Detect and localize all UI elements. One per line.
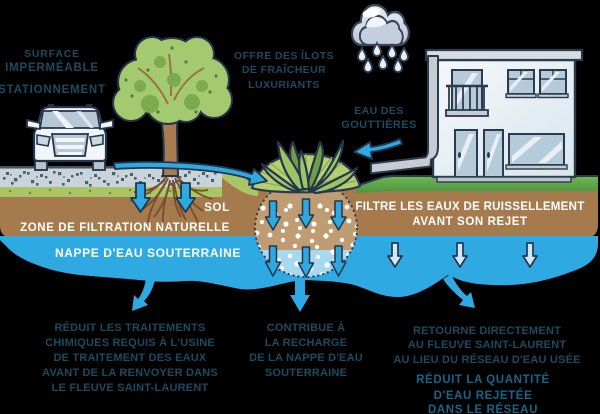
svg-text:IMPERMÉABLE: IMPERMÉABLE [5, 61, 99, 74]
svg-text:DANS LE RÉSEAU: DANS LE RÉSEAU [428, 403, 538, 414]
svg-text:DE LA NAPPE D'EAU: DE LA NAPPE D'EAU [249, 352, 363, 364]
svg-text:D'EAU REJETÉE: D'EAU REJETÉE [434, 389, 533, 402]
svg-text:LE FLEUVE SAINT-LAURENT: LE FLEUVE SAINT-LAURENT [52, 382, 209, 394]
svg-text:CHIMIQUES REQUIS À L'USINE: CHIMIQUES REQUIS À L'USINE [45, 336, 215, 349]
svg-text:EAU DES: EAU DES [354, 105, 403, 117]
svg-text:DE FRAÎCHEUR: DE FRAÎCHEUR [242, 63, 326, 76]
svg-text:FILTRE LES EAUX DE RUISSELLEME: FILTRE LES EAUX DE RUISSELLEMENT [355, 201, 584, 213]
svg-text:RÉDUIT LES TRAITEMENTS: RÉDUIT LES TRAITEMENTS [54, 321, 205, 334]
svg-text:CONTRIBUE À: CONTRIBUE À [267, 321, 346, 334]
svg-text:DE TRAITEMENT DES EAUX: DE TRAITEMENT DES EAUX [54, 352, 207, 364]
svg-text:GOUTTIÈRES: GOUTTIÈRES [341, 118, 417, 131]
svg-text:AU FLEUVE SAINT-LAURENT: AU FLEUVE SAINT-LAURENT [408, 339, 567, 351]
svg-text:ZONE DE FILTRATION NATURELLE: ZONE DE FILTRATION NATURELLE [20, 222, 230, 234]
svg-text:OFFRE DES ÎLOTS: OFFRE DES ÎLOTS [234, 49, 334, 62]
svg-text:STATIONNEMENT: STATIONNEMENT [0, 84, 106, 96]
svg-text:AU LIEU DU RÉSEAU D'EAU USÉE: AU LIEU DU RÉSEAU D'EAU USÉE [393, 353, 580, 366]
svg-text:SOL: SOL [204, 202, 229, 214]
svg-text:LA RECHARGE: LA RECHARGE [265, 337, 347, 349]
svg-text:RETOURNE DIRECTEMENT: RETOURNE DIRECTEMENT [413, 325, 561, 337]
svg-text:RÉDUIT LA QUANTITÉ: RÉDUIT LA QUANTITÉ [416, 373, 550, 386]
svg-text:SURFACE: SURFACE [24, 48, 80, 60]
svg-text:LUXURIANTS: LUXURIANTS [248, 79, 320, 91]
svg-text:AVANT SON REJET: AVANT SON REJET [412, 216, 527, 228]
svg-text:NAPPE D'EAU SOUTERRAINE: NAPPE D'EAU SOUTERRAINE [55, 246, 241, 260]
svg-text:SOUTERRAINE: SOUTERRAINE [265, 367, 347, 379]
svg-text:AVANT DE LA RENVOYER DANS: AVANT DE LA RENVOYER DANS [42, 367, 218, 379]
